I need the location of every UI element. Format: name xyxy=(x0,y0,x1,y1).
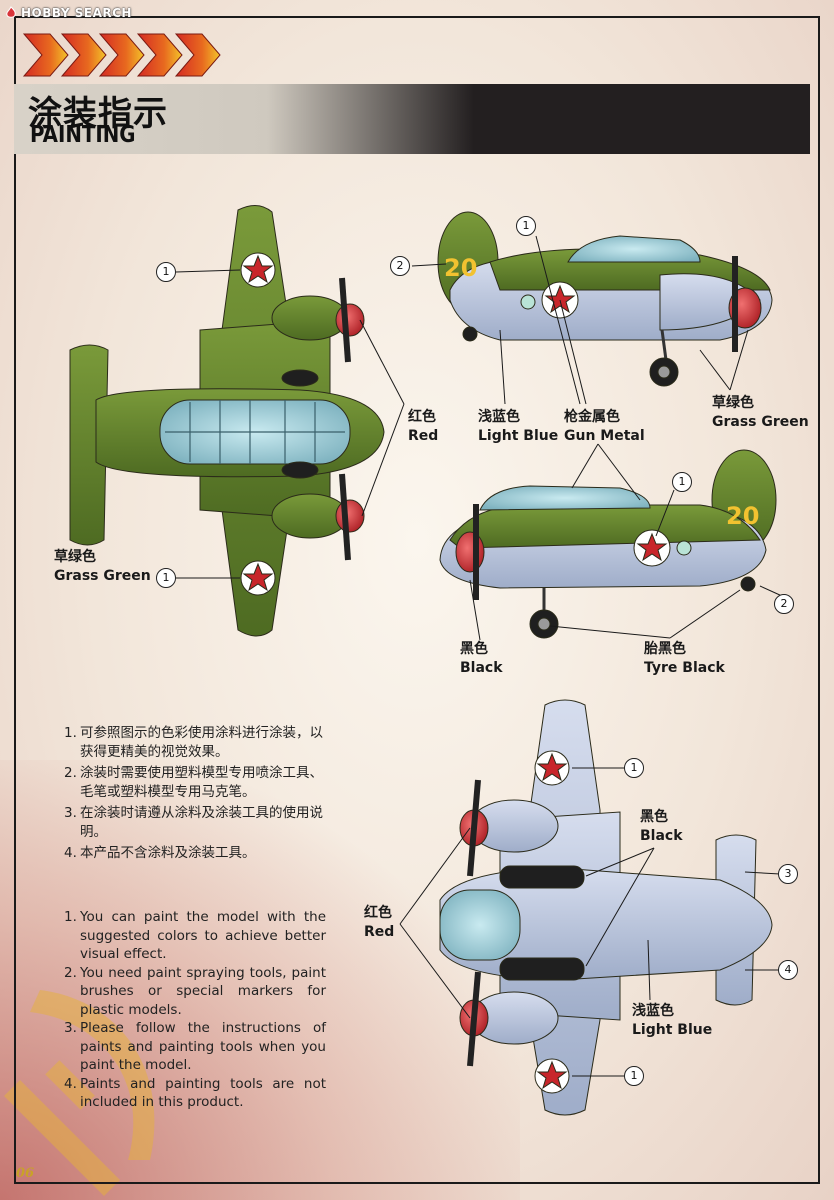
leader-lines xyxy=(175,235,783,1077)
callout-red-top-cn: 红色 xyxy=(408,409,436,425)
side-view-upper-aircraft xyxy=(437,211,773,387)
callout-red-top: 红色 Red xyxy=(408,408,438,446)
callout-grass-green-left-en: Grass Green xyxy=(54,568,151,584)
callout-grass-green-left-cn: 草绿色 xyxy=(54,549,96,565)
background-wash xyxy=(0,760,520,1200)
callout-light-blue-top-en: Light Blue xyxy=(478,428,559,444)
callout-grass-green-right-en: Grass Green xyxy=(712,414,809,430)
note-en-3: 3.Please follow the instructions of pain… xyxy=(64,1020,326,1073)
marker-1-top-wing: 1 xyxy=(156,262,176,282)
note-en-2: 2.You need paint spraying tools, paint b… xyxy=(64,964,326,1018)
callout-black-side-en: Black xyxy=(460,660,503,676)
watermark-text: HOBBY SEARCH xyxy=(21,6,132,20)
callout-tyre-black-en: Tyre Black xyxy=(644,660,725,676)
header-highlight xyxy=(14,84,474,154)
page-title-cn: 涂装指示 xyxy=(28,94,168,134)
page-frame xyxy=(14,16,820,1184)
callout-light-blue-bottom-en: Light Blue xyxy=(632,1022,713,1038)
marker-1-side-lower: 1 xyxy=(672,472,692,492)
page-number: 06 xyxy=(16,1166,35,1181)
callout-tyre-black: 胎黑色 Tyre Black xyxy=(644,640,725,678)
callout-red-bottom-en: Red xyxy=(364,924,395,940)
top-view-aircraft xyxy=(69,205,385,637)
callout-tyre-black-cn: 胎黑色 xyxy=(644,641,686,657)
callout-black-side: 黑色 Black xyxy=(460,640,503,678)
callout-light-blue-top: 浅蓝色 Light Blue xyxy=(478,408,558,446)
callout-grass-green-right-cn: 草绿色 xyxy=(712,395,754,411)
marker-2-side-upper: 2 xyxy=(390,256,410,276)
callout-grass-green-right: 草绿色 Grass Green xyxy=(712,394,809,432)
callout-light-blue-bottom-cn: 浅蓝色 xyxy=(632,1003,674,1019)
flame-icon xyxy=(6,6,16,18)
marker-1-bottom-wing: 1 xyxy=(156,568,176,588)
marker-1-underside-upper: 1 xyxy=(624,758,644,778)
callout-black-side-cn: 黑色 xyxy=(460,641,488,657)
marker-2-side-lower: 2 xyxy=(774,594,794,614)
note-cn-3: 3.在涂装时请遵从涂料及涂装工具的使用说明。 xyxy=(64,805,323,840)
callout-light-blue-bottom: 浅蓝色 Light Blue xyxy=(632,1002,712,1040)
note-cn-4: 4.本产品不含涂料及涂装工具。 xyxy=(64,845,256,861)
callout-red-bottom: 红色 Red xyxy=(364,904,394,942)
notes-chinese: 1.可参照图示的色彩使用涂料进行涂装，以获得更精美的视觉效果。 2.涂装时需要使… xyxy=(64,724,332,865)
note-cn-2: 2.涂装时需要使用塑料模型专用喷涂工具、毛笔或塑料模型专用马克笔。 xyxy=(64,765,323,800)
notes-english: 1.You can paint the model with the sugge… xyxy=(64,908,326,1112)
callout-gun-metal-en: Gun Metal xyxy=(564,428,645,444)
chevron-arrows-icon xyxy=(22,33,221,77)
callout-black-bottom-cn: 黑色 xyxy=(640,809,668,825)
callout-black-bottom: 黑色 Black xyxy=(640,808,683,846)
page-title-en: PAINTING xyxy=(30,122,136,148)
watermark: HOBBY SEARCH xyxy=(4,4,132,22)
callout-black-bottom-en: Black xyxy=(640,828,683,844)
marker-1-underside-lower: 1 xyxy=(624,1066,644,1086)
callout-grass-green-left: 草绿色 Grass Green xyxy=(54,548,151,586)
callout-light-blue-top-cn: 浅蓝色 xyxy=(478,409,520,425)
bottom-view-aircraft xyxy=(439,699,773,1116)
note-en-1: 1.You can paint the model with the sugge… xyxy=(64,909,326,962)
tail-number-lower: 20 xyxy=(726,502,759,530)
tail-number-upper: 20 xyxy=(444,254,477,282)
callout-red-bottom-cn: 红色 xyxy=(364,905,392,921)
note-en-4: 4.Paints and painting tools are not incl… xyxy=(64,1075,326,1111)
marker-4-underside: 4 xyxy=(778,960,798,980)
marker-1-side-upper: 1 xyxy=(516,216,536,236)
marker-3-underside: 3 xyxy=(778,864,798,884)
callout-red-top-en: Red xyxy=(408,428,439,444)
callout-gun-metal: 枪金属色 Gun Metal xyxy=(564,408,645,446)
side-view-lower-aircraft xyxy=(439,449,777,639)
note-cn-1: 1.可参照图示的色彩使用涂料进行涂装，以获得更精美的视觉效果。 xyxy=(64,725,323,760)
callout-gun-metal-cn: 枪金属色 xyxy=(564,409,620,425)
